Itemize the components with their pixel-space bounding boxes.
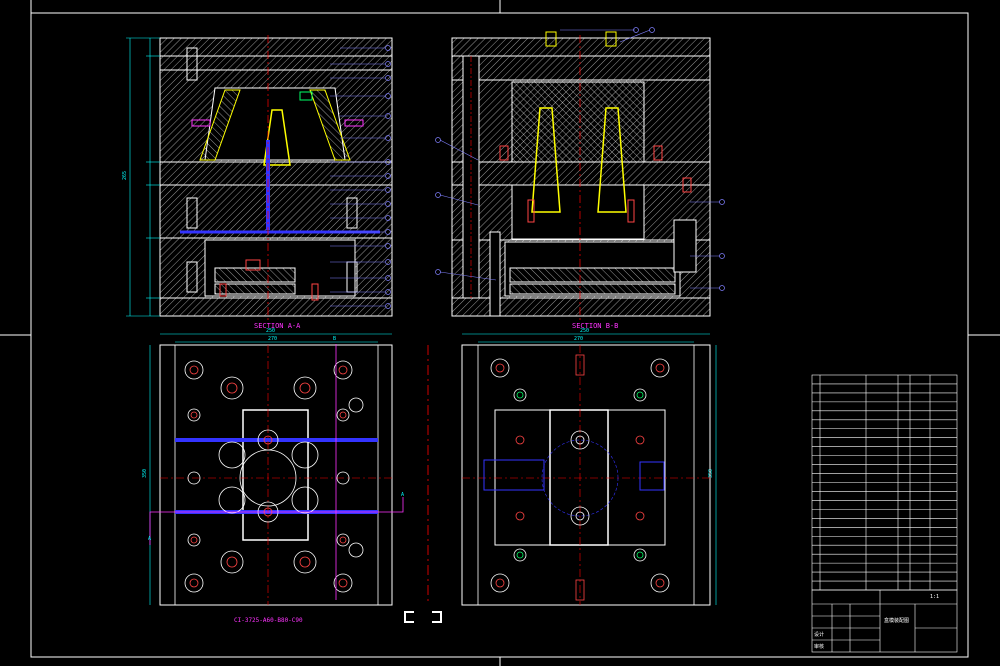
section-b-view	[451, 31, 711, 322]
section-a-balloons	[385, 45, 391, 309]
left-height-dim: 265	[122, 171, 128, 180]
left-inner-width: 270	[268, 336, 277, 342]
right-side-height: 350	[708, 469, 714, 478]
title-block-name: 盒模装配图	[884, 617, 909, 624]
cut-marker-a-right: A	[401, 492, 404, 498]
title-block	[811, 589, 958, 653]
left-side-height: 350	[142, 469, 148, 478]
section-b-leaders	[439, 29, 720, 289]
title-block-designer: 设计	[814, 631, 824, 638]
title-block-scale: 1:1	[930, 594, 939, 600]
view-brackets	[404, 611, 442, 623]
section-b-title: SECTION B-B	[572, 322, 618, 330]
section-b-balloons	[435, 27, 725, 291]
bom-table	[811, 374, 958, 591]
section-a-title: SECTION A-A	[254, 322, 301, 330]
plan-view-left: 250 270 350	[142, 328, 404, 624]
right-inner-width: 270	[574, 336, 583, 342]
cut-marker-b-top: B	[333, 336, 336, 342]
section-a-view: 265	[122, 35, 393, 322]
right-overall-width: 250	[580, 328, 589, 334]
cut-marker-a-left: A	[148, 536, 151, 542]
left-overall-width: 250	[266, 328, 275, 334]
title-block-checker: 审核	[814, 643, 824, 650]
plan-view-right: 250 270 350	[461, 328, 717, 606]
model-code: CI-3725-A60-B80-C90	[234, 617, 303, 624]
section-a-leaders	[330, 47, 385, 307]
